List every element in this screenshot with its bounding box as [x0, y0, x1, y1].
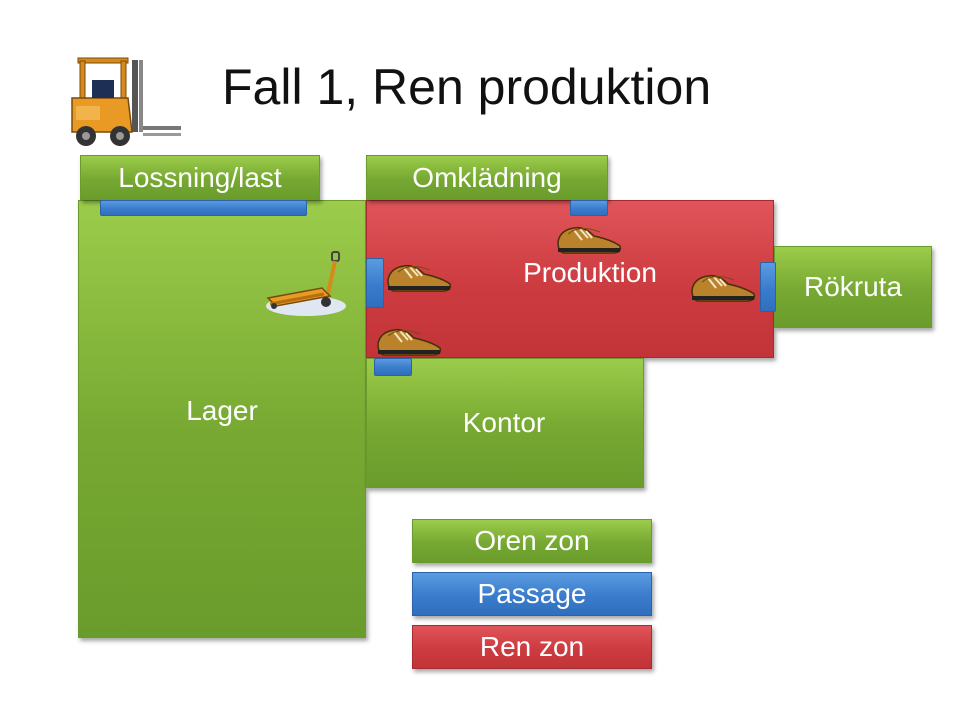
zone-lager-label: Lager: [186, 395, 258, 426]
zone-lossning-last: Lossning/last: [80, 155, 320, 200]
legend-ren-zon-label: Ren zon: [479, 631, 585, 662]
shoe-icon: [387, 264, 452, 292]
zone-produktion-label: Produktion: [523, 257, 657, 288]
zone-kontor: Kontor: [366, 358, 644, 488]
page-title: Fall 1, Ren produktion: [222, 59, 712, 115]
zone-rokruta-label: Rökruta: [803, 271, 903, 302]
legend-passage-label: Passage: [477, 578, 587, 609]
passage-produktion-kontor: [374, 358, 412, 376]
zone-omkladning: Omklädning: [366, 155, 608, 200]
legend-oren-zon: Oren zon: [412, 519, 652, 563]
pallet-jack-icon: [266, 251, 346, 316]
legend-oren-zon-label: Oren zon: [474, 525, 590, 556]
legend-passage: Passage: [412, 572, 652, 616]
zone-omkladning-label: Omklädning: [412, 161, 562, 193]
passage-lossning-lager: [100, 200, 307, 216]
zone-kontor-label: Kontor: [462, 407, 546, 438]
passage-lager-produktion: [366, 258, 384, 308]
legend-ren-zon: Ren zon: [412, 625, 652, 669]
forklift-icon: [71, 57, 181, 146]
passage-produktion-rokruta: [760, 262, 776, 312]
zone-lager: Lager: [78, 200, 366, 638]
shoe-icon: [557, 226, 622, 254]
shoe-icon: [377, 328, 442, 356]
zone-rokruta: Rökruta: [774, 246, 932, 328]
shoe-icon: [691, 274, 756, 302]
zone-lossning-label: Lossning/last: [118, 161, 282, 193]
passage-omkladning-produktion: [570, 200, 608, 216]
